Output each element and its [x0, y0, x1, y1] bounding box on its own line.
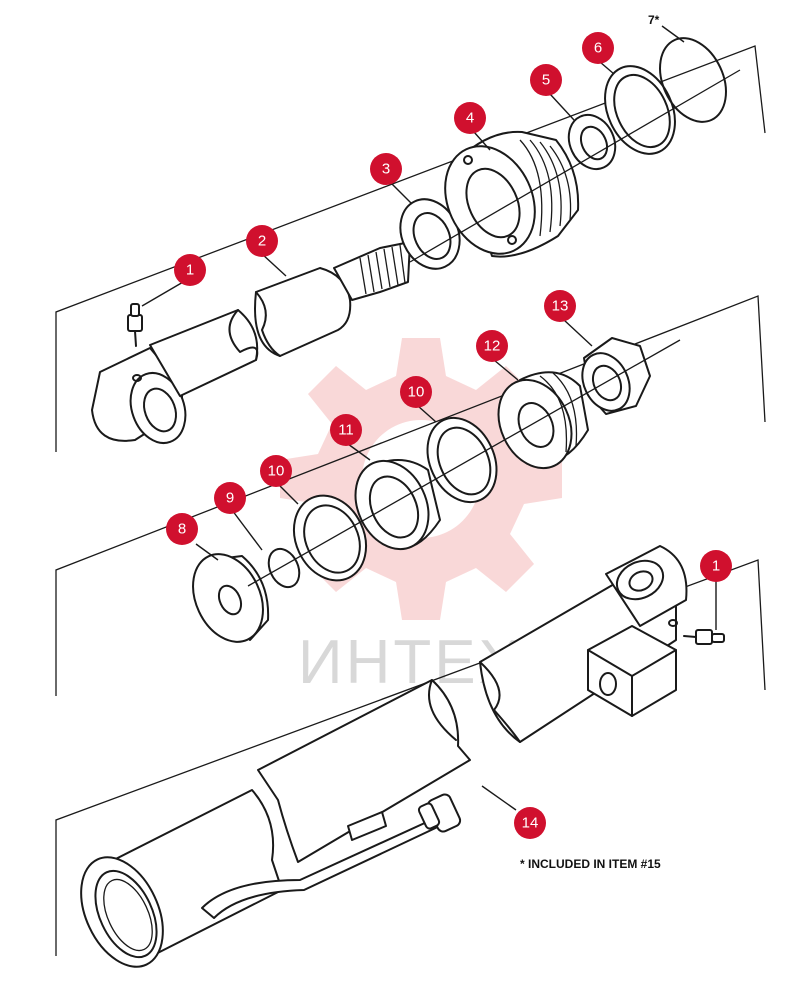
callout-10-left[interactable]: 10	[260, 455, 292, 487]
callout-3[interactable]: 3	[370, 153, 402, 185]
callout-2[interactable]: 2	[246, 225, 278, 257]
callout-8[interactable]: 8	[166, 513, 198, 545]
part-rod-eye	[91, 347, 187, 444]
svg-text:13: 13	[552, 298, 569, 315]
tube-fitting	[417, 793, 462, 833]
callout-1-bottom[interactable]: 1	[700, 550, 732, 582]
part-14-barrel	[80, 545, 688, 968]
part-6-ring	[604, 65, 676, 155]
callout-12[interactable]: 12	[476, 330, 508, 362]
top-centerline	[409, 69, 741, 263]
svg-text:3: 3	[382, 161, 390, 178]
callout-11[interactable]: 11	[330, 414, 362, 446]
part-4-gland	[444, 130, 580, 258]
svg-text:11: 11	[338, 422, 354, 439]
callout-10-right[interactable]: 10	[400, 376, 432, 408]
svg-text:8: 8	[178, 521, 186, 538]
svg-text:2: 2	[258, 233, 266, 250]
svg-text:1: 1	[712, 558, 720, 575]
footnote-text: * INCLUDED IN ITEM #15	[520, 857, 661, 871]
svg-text:14: 14	[522, 815, 539, 832]
part-7-o-ring	[659, 37, 727, 123]
callout-1-top[interactable]: 1	[174, 254, 206, 286]
gland-grooves	[519, 139, 572, 237]
callout-5[interactable]: 5	[530, 64, 562, 96]
svg-text:12: 12	[484, 338, 501, 355]
leader-lines	[141, 25, 717, 811]
svg-text:5: 5	[542, 72, 550, 89]
part-8-piston-nut-washer	[192, 553, 270, 643]
part-10-backup-ring-right	[426, 416, 498, 504]
thread-lines	[359, 244, 406, 295]
callout-6[interactable]: 6	[582, 32, 614, 64]
svg-text:6: 6	[594, 40, 602, 57]
callout-13[interactable]: 13	[544, 290, 576, 322]
callout-7[interactable]: 7*	[648, 13, 660, 27]
svg-text:1: 1	[186, 262, 194, 279]
svg-text:10: 10	[268, 463, 285, 480]
part-threaded-end	[333, 241, 411, 301]
middle-centerline	[247, 339, 681, 587]
panel-bottom-outline	[55, 559, 766, 956]
svg-text:7*: 7*	[648, 13, 660, 27]
part-grease-fitting-top	[127, 303, 143, 347]
panel-middle-outline	[55, 295, 766, 696]
part-9-o-ring	[267, 547, 301, 589]
part-10-backup-ring-left	[293, 494, 367, 582]
part-12-piston	[497, 371, 589, 470]
callout-4[interactable]: 4	[454, 102, 486, 134]
panel-top-outline	[55, 45, 766, 452]
callout-14[interactable]: 14	[514, 807, 546, 839]
svg-text:4: 4	[466, 110, 474, 127]
part-rod-segment-2	[254, 267, 352, 357]
svg-text:10: 10	[408, 384, 425, 401]
part-3-wiper-seal	[399, 198, 461, 270]
part-11-piston-seal	[354, 459, 441, 551]
part-grease-fitting-bottom	[668, 619, 725, 645]
svg-text:9: 9	[226, 490, 234, 507]
callout-9[interactable]: 9	[214, 482, 246, 514]
